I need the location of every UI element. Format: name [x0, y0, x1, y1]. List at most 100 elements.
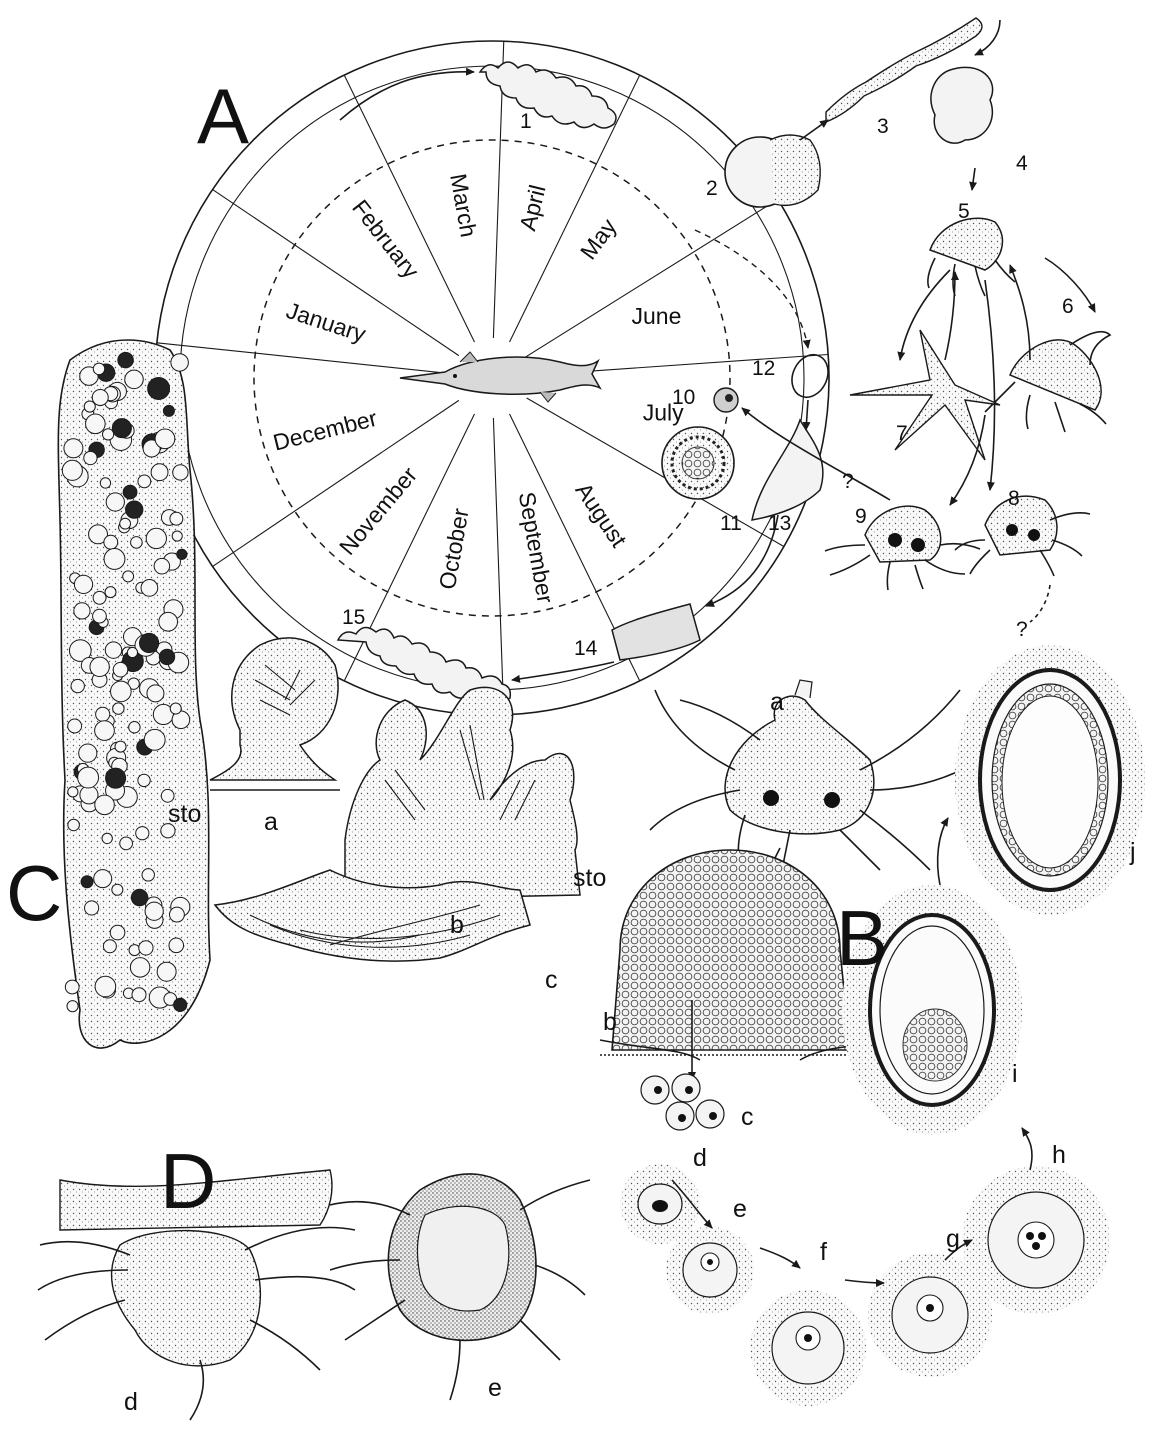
stolon-bead [163, 405, 174, 416]
panel-c-label-sto-2: sto [573, 864, 606, 892]
panel-b-c-cells [641, 1074, 724, 1130]
stolon-bead [104, 535, 118, 549]
panel-b-label-h: h [1052, 1141, 1066, 1169]
stolon-bead [120, 518, 131, 529]
stolon-bead [64, 439, 83, 458]
stage-label-4: 4 [1016, 152, 1028, 175]
stolon-bead [95, 721, 115, 741]
stolon-bead [129, 945, 140, 956]
stolon-bead [93, 591, 106, 604]
stolon-bead [174, 998, 187, 1011]
month-divider-9 [493, 418, 503, 715]
month-label-october: October [434, 506, 474, 591]
stolon-bead [68, 787, 78, 797]
panel-b-label-d: d [693, 1144, 707, 1172]
stage-5-polyp-icon [928, 218, 1015, 296]
stolon-bead [138, 475, 151, 488]
stolon-bead [78, 767, 99, 788]
stolon-bead [96, 707, 110, 721]
panel-label-c: C [6, 849, 62, 937]
stolon-bead [131, 889, 147, 905]
stolon-bead [170, 703, 181, 714]
stage-1-stolon-icon [480, 62, 616, 128]
question-mark-2: ? [1016, 618, 1028, 641]
stage-label-3: 3 [877, 115, 889, 138]
fish-host-icon [400, 352, 600, 402]
stolon-bead [132, 988, 146, 1002]
stolon-bead [142, 869, 154, 881]
stage-label-2: 2 [706, 177, 718, 200]
stolon-bead [104, 549, 125, 570]
stolon-bead [138, 774, 150, 786]
stolon-bead [173, 465, 188, 480]
stolon-bead [170, 512, 183, 525]
stage-label-13: 13 [768, 512, 791, 535]
stage-label-15: 15 [342, 606, 365, 629]
panel-b-label-c: c [741, 1103, 754, 1131]
arrow-4-to-5 [972, 168, 975, 190]
stolon-bead [111, 681, 132, 702]
stolon-bead [71, 679, 84, 692]
panel-b-label-f: f [820, 1238, 827, 1266]
stage-4-icon [931, 67, 993, 143]
question-mark-1: ? [842, 470, 854, 493]
stolon-bead [169, 938, 184, 953]
stolon-bead [148, 378, 170, 400]
stolon-bead [113, 703, 124, 714]
stolon-bead [93, 609, 107, 623]
stolon-bead [123, 571, 134, 582]
stolon-bead [81, 876, 93, 888]
panel-b-label-g: g [946, 1225, 960, 1253]
stage-7-polyp-icon [850, 330, 1000, 460]
stolon-bead [62, 460, 82, 480]
month-label-march: March [445, 172, 482, 239]
stolon-bead [93, 363, 104, 374]
stage-label-6: 6 [1062, 295, 1074, 318]
stolon-bead [105, 642, 121, 658]
stolon-bead [130, 958, 149, 977]
month-label-september: September [514, 490, 559, 606]
panel-label-a: A [197, 72, 249, 160]
stage-8-polyp-icon [955, 496, 1090, 576]
panel-c-a-section [210, 638, 340, 790]
month-label-january: January [283, 297, 369, 347]
stage-label-7: 7 [896, 422, 908, 445]
stage-label-14: 14 [574, 637, 598, 660]
stage-label-9: 9 [855, 505, 867, 528]
panel-c-label-b: b [450, 911, 464, 939]
stolon-bead [118, 352, 134, 368]
arrow-to-stage-1 [340, 72, 474, 120]
stolon-bead [159, 649, 174, 664]
month-label-june: June [632, 303, 682, 329]
stolon-bead [172, 531, 182, 541]
stolon-bead [105, 587, 116, 598]
stolon-bead [155, 429, 175, 449]
stolon-bead [157, 962, 176, 981]
stolon-bead [102, 429, 113, 440]
stage-label-10: 10 [672, 386, 695, 409]
stolon-bead [170, 907, 185, 922]
stolon-bead [147, 685, 164, 702]
stolon-bead [126, 501, 143, 518]
month-label-december: December [270, 405, 380, 456]
stolon-bead [141, 580, 158, 597]
stolon-bead [145, 902, 163, 920]
stolon-bead [86, 414, 106, 434]
stolon-bead [136, 827, 149, 840]
stolon-bead [120, 837, 133, 850]
stolon-bead [84, 401, 95, 412]
panel-b-h-cell [962, 1166, 1110, 1314]
stolon-bead [103, 940, 116, 953]
month-label-february: February [347, 195, 424, 284]
stolon-bead [115, 741, 126, 752]
month-divider-0 [157, 343, 452, 374]
panel-d-label-d: d [124, 1388, 138, 1416]
stage-11-oocyte-icon [662, 427, 734, 499]
panel-c-label-sto-1: sto [168, 800, 201, 828]
month-label-april: April [514, 182, 550, 233]
stolon-bead [90, 657, 109, 676]
panel-b-label-i: i [1012, 1060, 1018, 1088]
stolon-bead [67, 1001, 78, 1012]
panel-b-label-a: a [770, 688, 784, 716]
